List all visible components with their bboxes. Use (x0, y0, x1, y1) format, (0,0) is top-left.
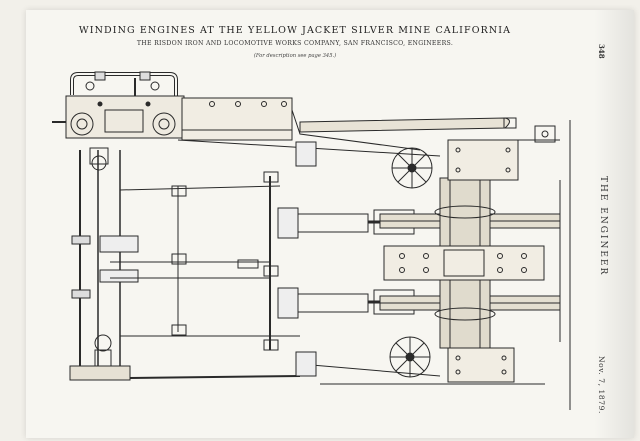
brake-lever (299, 117, 560, 143)
page-title: WINDING ENGINES AT THE YELLOW JACKET SIL… (78, 25, 512, 36)
description-reference: (For description see page 345.) (253, 53, 337, 59)
page-curl-shadow (594, 10, 634, 438)
bed-plate-top (181, 97, 421, 151)
winding-drum-upper (434, 177, 496, 247)
steam-pipe-assembly (70, 71, 178, 100)
valve-gear-links (110, 171, 300, 351)
valve-chest (52, 95, 185, 139)
bed-plate-center (383, 245, 545, 281)
winding-drum-lower (434, 279, 496, 349)
left-columns (69, 147, 139, 381)
connecting-rods (129, 139, 545, 385)
gear-wheel-lower (389, 336, 431, 378)
engineers-credit: THE RISDON IRON AND LOCOMOTIVE WORKS COM… (136, 40, 454, 47)
right-frame (559, 120, 571, 410)
bearing-plates (447, 139, 519, 383)
